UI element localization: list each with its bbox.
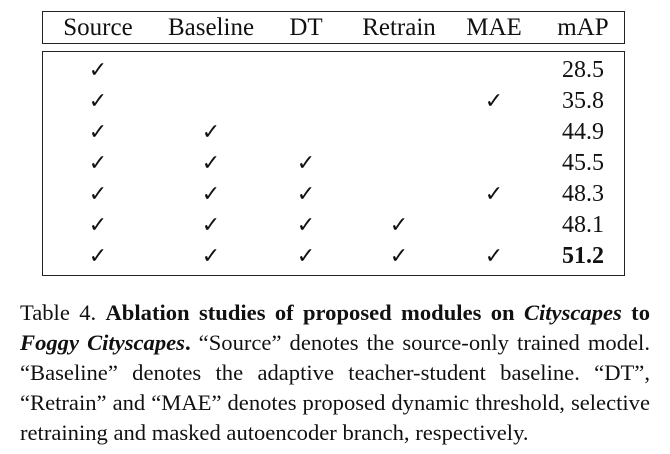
column-header-retrain: Retrain [362, 14, 436, 41]
check-dt: ✓ [296, 182, 316, 207]
column-header-mae: MAE [466, 14, 522, 41]
check-baseline: ✓ [201, 213, 221, 238]
check-baseline: ✓ [201, 120, 221, 145]
check-mae [459, 55, 529, 86]
caption-dataset-source: Cityscapes [523, 300, 622, 325]
check-source: ✓ [88, 120, 108, 145]
check-dt: ✓ [296, 213, 316, 238]
check-baseline [161, 86, 261, 117]
check-retrain: ✓ [389, 244, 409, 269]
check-dt [281, 117, 331, 148]
check-dt [281, 55, 331, 86]
table-body: ✓ 28.5 ✓ ✓ 35.8 ✓ ✓ 44.9 ✓ ✓ ✓ 45.5 ✓ ✓ ✓ ✓ 48.3 ✓ ✓ ✓ ✓ 48.1… [42, 51, 625, 276]
caption-title-end: . [184, 330, 191, 355]
map-value: 44.9 [562, 119, 604, 145]
table-row: ✓ 28.5 [43, 55, 624, 86]
check-retrain [349, 148, 449, 179]
caption-description: “Source” denotes the source-only trained… [20, 330, 650, 445]
table-row: ✓ ✓ ✓ ✓ 48.3 [43, 179, 624, 210]
table-row: ✓ ✓ 35.8 [43, 86, 624, 117]
map-value: 28.5 [562, 57, 604, 83]
check-retrain [349, 55, 449, 86]
table-row: ✓ ✓ ✓ ✓ 48.1 [43, 210, 624, 241]
check-mae [459, 210, 529, 241]
column-header-baseline: Baseline [167, 14, 255, 41]
table-caption: Table 4. Ablation studies of proposed mo… [20, 298, 650, 448]
check-dt: ✓ [296, 244, 316, 269]
check-source: ✓ [88, 244, 108, 269]
map-value: 45.5 [562, 150, 604, 176]
check-dt [281, 86, 331, 117]
check-dt: ✓ [296, 151, 316, 176]
check-source: ✓ [88, 89, 108, 114]
column-header-dt: DT [289, 14, 323, 41]
check-mae: ✓ [484, 182, 504, 207]
column-header-map: mAP [557, 14, 609, 41]
check-baseline: ✓ [201, 151, 221, 176]
check-source: ✓ [88, 58, 108, 83]
check-baseline: ✓ [201, 182, 221, 207]
map-value: 35.8 [562, 88, 604, 114]
check-baseline: ✓ [201, 244, 221, 269]
map-value: 48.3 [562, 181, 604, 207]
check-baseline [161, 55, 261, 86]
check-retrain [349, 179, 449, 210]
check-retrain: ✓ [389, 213, 409, 238]
map-value: 48.1 [562, 212, 604, 238]
check-source: ✓ [88, 151, 108, 176]
table-row: ✓ ✓ ✓ ✓ ✓ 51.2 [43, 241, 624, 272]
check-mae: ✓ [484, 244, 504, 269]
check-mae: ✓ [484, 89, 504, 114]
check-retrain [349, 117, 449, 148]
table-row: ✓ ✓ ✓ 45.5 [43, 148, 624, 179]
caption-dataset-target: Foggy Cityscapes [20, 330, 185, 355]
table-row: ✓ ✓ 44.9 [43, 117, 624, 148]
check-mae [459, 117, 529, 148]
column-header-source: Source [63, 14, 133, 41]
caption-label: Table 4. [20, 300, 106, 325]
map-value: 51.2 [562, 243, 604, 269]
caption-title-part: Ablation studies of proposed modules on [105, 300, 524, 325]
table-header: Source Baseline DT Retrain MAE mAP [42, 11, 625, 44]
check-source: ✓ [88, 182, 108, 207]
check-retrain [349, 86, 449, 117]
check-mae [459, 148, 529, 179]
check-source: ✓ [88, 213, 108, 238]
caption-title-connector: to [621, 300, 650, 325]
